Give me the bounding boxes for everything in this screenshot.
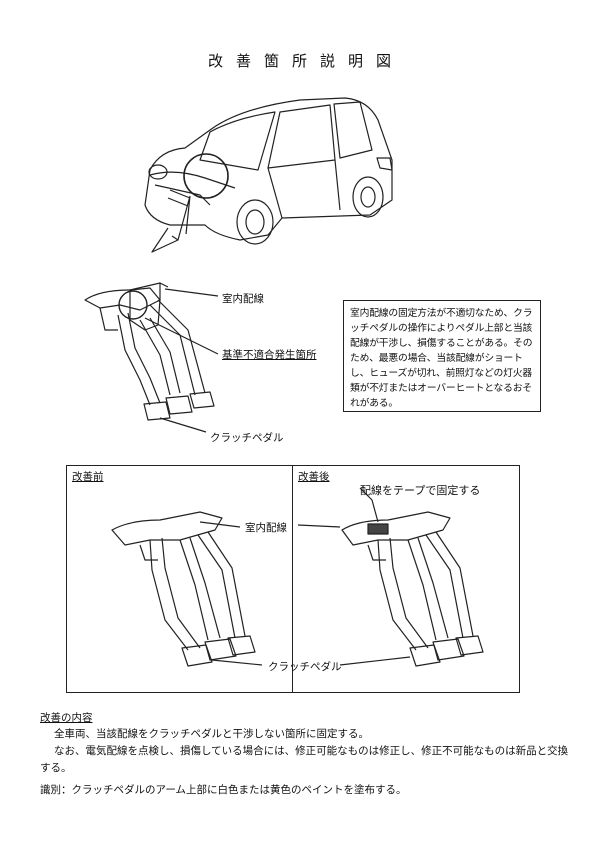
after-label-tape: 配線をテープで固定する: [360, 484, 481, 497]
before-label-wiring: 室内配線: [245, 522, 287, 534]
improvement-heading: 改善の内容: [40, 712, 93, 724]
label-defect-location: 基準不適合発生箇所: [222, 349, 317, 361]
improvement-line-2: なお、電気配線を点検し、損傷している場合には、修正可能なものは修正し、修正不可能…: [40, 745, 569, 774]
label-interior-wiring: 室内配線: [222, 293, 264, 305]
pedal-assembly-top: [84, 282, 215, 421]
before-heading: 改善前: [72, 471, 104, 483]
after-heading: 改善後: [298, 471, 330, 483]
identification-note: 識別：クラッチペダルのアーム上部に白色または黄色のペイントを塗布する。: [40, 784, 407, 796]
before-label-clutch: クラッチペダル: [268, 661, 342, 673]
car-illustration: [144, 97, 393, 253]
pedal-assembly-after: [341, 511, 484, 667]
comparison-divider: [292, 465, 293, 693]
page-title: 改善箇所説明図: [207, 52, 404, 70]
comparison-box: [66, 465, 520, 693]
defect-description-box: 室内配線の固定方法が不適切なため、クラッチペダルの操作によりペダル上部と当該配線…: [343, 300, 541, 412]
pedal-assembly-before: [111, 511, 256, 667]
improvement-line-1: 全車両、当該配線をクラッチペダルと干渉しない箇所に固定する。: [54, 728, 369, 740]
label-clutch-pedal: クラッチペダル: [210, 432, 284, 444]
